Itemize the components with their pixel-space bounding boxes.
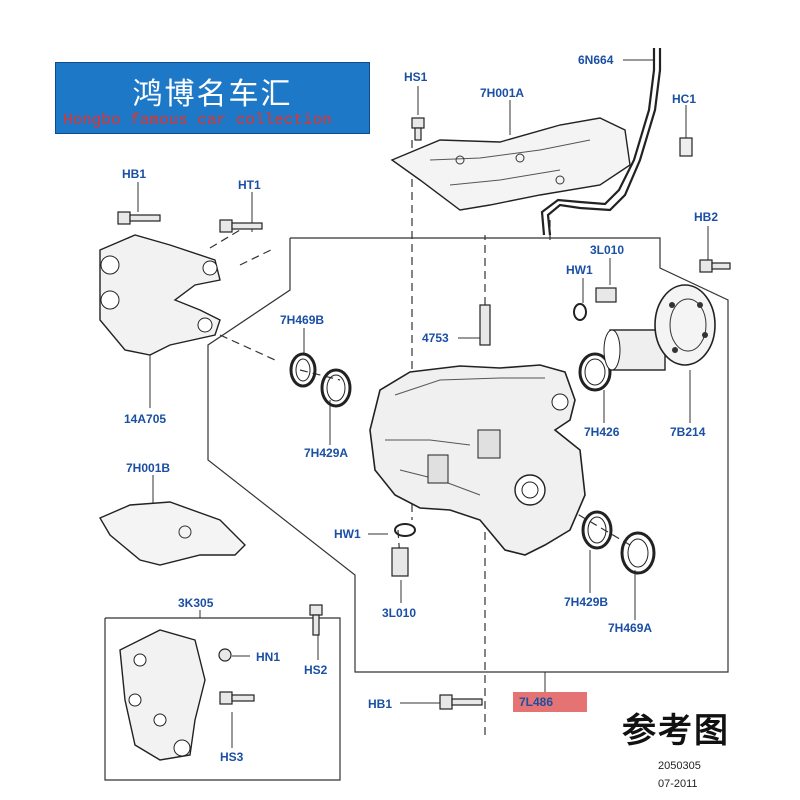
lower-mount-bracket [119, 629, 206, 761]
callout-hw1-bottom: HW1 [334, 527, 361, 541]
callout-7h001a: 7H001A [480, 86, 525, 100]
callout-7b214: 7B214 [670, 425, 706, 439]
callout-3l010-bottom: 3L010 [382, 606, 417, 620]
reference-image-label: 参考图 [622, 711, 730, 751]
callout-7h429a: 7H429A [304, 446, 349, 460]
callout-hb1-top: HB1 [122, 167, 147, 181]
output-flange [603, 284, 716, 371]
callout-hb2: HB2 [694, 210, 719, 224]
banner-title: 鸿博名车汇 [132, 77, 293, 112]
highlighted-part-text: 7L486 [519, 695, 554, 709]
callout-7h469a: 7H469A [608, 621, 653, 635]
washers [394, 303, 587, 537]
callout-7h001b: 7H001B [126, 461, 171, 475]
callout-3l010-top: 3L010 [590, 243, 625, 257]
transfer-case-housing [369, 364, 586, 556]
bracket-detail-box [104, 617, 341, 781]
mount-bracket [99, 234, 221, 356]
watermark-banner: 鸿博名车汇 [55, 62, 370, 134]
heat-shield-upper [390, 117, 631, 211]
callout-hs2: HS2 [304, 663, 328, 677]
seal-rings [289, 352, 656, 575]
tube-clip [679, 137, 693, 157]
callout-7h429b: 7H429B [564, 595, 609, 609]
callout-hs3: HS3 [220, 750, 244, 764]
callout-3k305: 3K305 [178, 596, 214, 610]
callout-7h426: 7H426 [584, 425, 620, 439]
banner-subtitle: Hongbo famous car collection [63, 111, 332, 129]
assembly-frame-lines [207, 237, 729, 673]
highlighted-part-label: 7L486 [513, 692, 587, 712]
callout-6n664: 6N664 [578, 53, 614, 67]
callout-hb1-bottom: HB1 [368, 697, 393, 711]
callout-14a705: 14A705 [124, 412, 167, 426]
callout-hn1: HN1 [256, 650, 281, 664]
bolts [117, 117, 731, 710]
callout-ht1: HT1 [238, 178, 261, 192]
callout-hs1: HS1 [404, 70, 428, 84]
drawing-code: 2050305 [658, 760, 701, 772]
callout-hw1-top: HW1 [566, 263, 593, 277]
callout-7h469b: 7H469B [280, 313, 325, 327]
callout-4753: 4753 [422, 331, 449, 345]
callout-hc1: HC1 [672, 92, 697, 106]
drawing-date: 07-2011 [658, 778, 698, 790]
breather-tube [540, 48, 662, 236]
heat-shield-lower [98, 501, 246, 566]
